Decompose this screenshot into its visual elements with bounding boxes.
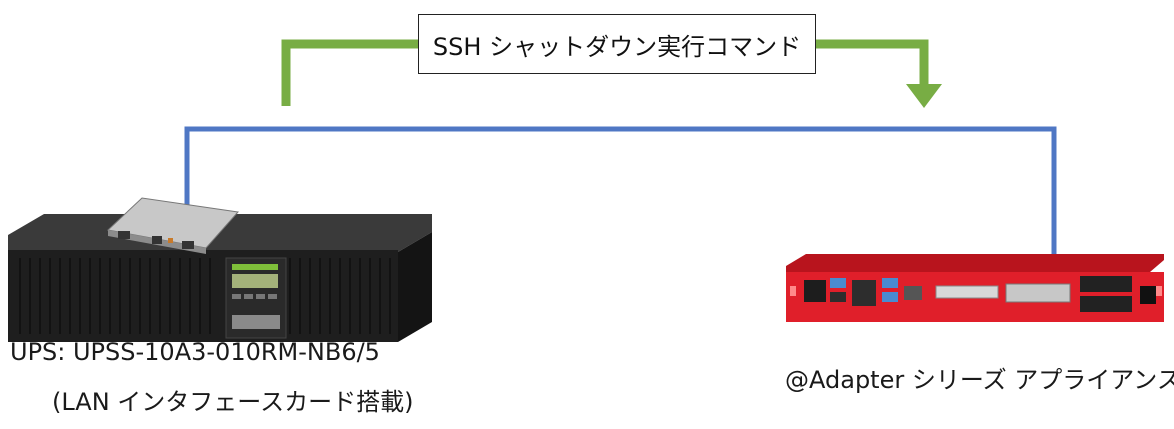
- appliance-label: @Adapter シリーズ アプライアンス: [785, 366, 1174, 394]
- network-line: [184, 126, 1057, 262]
- ups-label: UPS: UPSS-10A3-010RM-NB6/5: [10, 338, 380, 366]
- command-arrowhead: [906, 84, 942, 108]
- command-box: SSH シャットダウン実行コマンド: [418, 14, 816, 74]
- command-arrow-path: [281, 39, 929, 106]
- ups-device: [8, 214, 432, 342]
- appliance-device: [786, 254, 1164, 322]
- ups-label-card: (LAN インタフェースカード搭載): [52, 388, 414, 416]
- command-box-text: SSH シャットダウン実行コマンド: [432, 32, 802, 61]
- lan-card: [106, 197, 239, 254]
